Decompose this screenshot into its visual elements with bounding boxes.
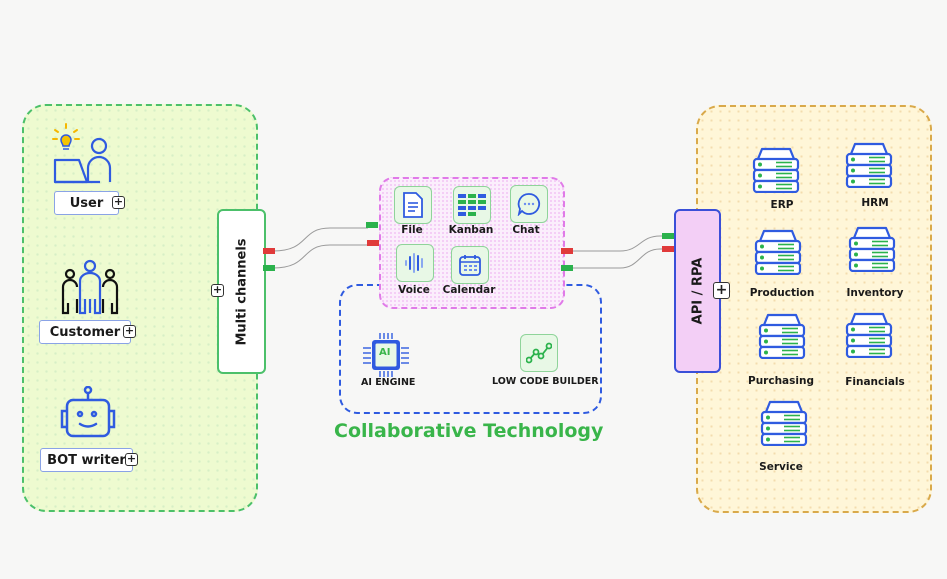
server-erp-label: ERP <box>770 199 794 211</box>
kanban-icon <box>458 194 486 216</box>
multi-channels-hub[interactable]: Multi channels <box>217 209 266 374</box>
file-icon <box>403 192 423 218</box>
expand-user-button[interactable]: + <box>112 195 125 209</box>
expand-customer-button[interactable]: + <box>123 324 136 338</box>
app-calendar-tile[interactable] <box>451 246 489 284</box>
actor-bot-writer-label[interactable]: BOT writer <box>40 448 133 472</box>
collaborative-technology-title: Collaborative Technology <box>334 420 604 442</box>
expand-api-button[interactable]: + <box>713 282 730 299</box>
actor-user-text: User <box>69 195 104 211</box>
server-inventory-label: Inventory <box>846 287 904 299</box>
server-inventory-icon[interactable] <box>848 226 896 273</box>
api-rpa-label: API / RPA <box>690 257 705 325</box>
hub-port-out-green <box>263 265 275 271</box>
expand-hub-button[interactable]: + <box>211 283 224 297</box>
user-laptop-icon <box>50 122 114 184</box>
voice-icon <box>405 253 423 273</box>
low-code-builder-tile[interactable] <box>520 334 558 372</box>
app-file-label: File <box>401 224 423 236</box>
calendar-icon <box>459 255 481 276</box>
wire-hub-apps-1 <box>272 227 368 252</box>
ai-chip-icon[interactable]: AI <box>361 333 411 377</box>
server-purchasing-icon[interactable] <box>758 313 806 360</box>
server-purchasing-label: Purchasing <box>748 375 814 387</box>
wire-apps-api-1 <box>573 235 662 252</box>
actor-user-label[interactable]: User <box>54 191 119 215</box>
actor-customer-text: Customer <box>49 324 121 340</box>
app-chat-tile[interactable] <box>510 185 548 223</box>
server-erp-icon[interactable] <box>752 147 800 194</box>
chat-icon <box>517 193 541 216</box>
server-hrm-label: HRM <box>861 197 889 209</box>
low-code-builder-label: LOW CODE BUILDER <box>492 376 599 387</box>
ai-engine-label: AI ENGINE <box>361 377 416 388</box>
api-port-in-green <box>662 233 674 239</box>
multi-channels-label: Multi channels <box>234 237 249 346</box>
apps-port-out-red <box>561 248 573 254</box>
app-voice-tile[interactable] <box>396 244 434 282</box>
app-calendar-label: Calendar <box>442 284 496 296</box>
app-kanban-tile[interactable] <box>453 186 491 224</box>
app-file-tile[interactable] <box>394 186 432 224</box>
api-port-in-red <box>662 246 674 252</box>
systems-group <box>696 105 932 513</box>
server-financials-label: Financials <box>845 376 905 388</box>
ai-chip-text: AI <box>379 347 391 358</box>
actor-bot-writer-text: BOT writer <box>47 452 126 468</box>
wire-apps-api-2 <box>573 248 662 269</box>
server-financials-icon[interactable] <box>845 312 893 359</box>
hub-port-out-red <box>263 248 275 254</box>
app-kanban-label: Kanban <box>448 224 494 236</box>
low-code-graph-icon <box>526 342 552 364</box>
server-service-icon[interactable] <box>760 400 808 447</box>
robot-icon <box>58 385 118 438</box>
apps-port-in-green <box>366 222 378 228</box>
server-hrm-icon[interactable] <box>845 142 893 189</box>
expand-bot-writer-button[interactable]: + <box>125 452 138 466</box>
customers-group-icon <box>60 259 120 315</box>
app-voice-label: Voice <box>398 284 430 296</box>
wire-hub-apps-2 <box>272 244 368 269</box>
apps-port-out-green <box>561 265 573 271</box>
server-production-label: Production <box>749 287 815 299</box>
server-service-label: Service <box>759 461 803 473</box>
app-chat-label: Chat <box>512 224 540 236</box>
actor-customer-label[interactable]: Customer <box>39 320 131 344</box>
server-production-icon[interactable] <box>754 229 802 276</box>
apps-port-in-red <box>367 240 379 246</box>
